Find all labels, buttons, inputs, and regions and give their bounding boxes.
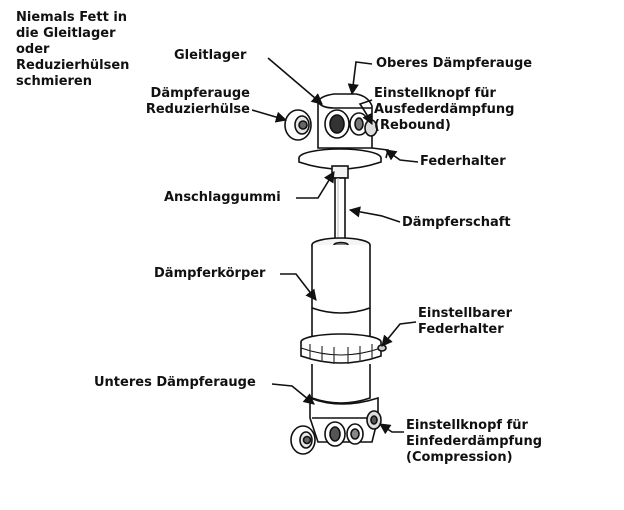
note-line: oder: [16, 42, 50, 57]
label-line: Oberes Dämpferauge: [376, 56, 533, 71]
label-einstellknopf-rebound: Einstellknopf für Ausfederdämpfung (Rebo…: [374, 86, 514, 134]
lower-eye-block: [309, 396, 382, 447]
label-line: Dämpferschaft: [402, 215, 511, 230]
label-line: Einfederdämpfung: [406, 434, 542, 449]
lower-body: [311, 364, 371, 404]
label-line: Einstellbarer: [418, 306, 512, 321]
note-line: Niemals Fett in: [16, 10, 128, 25]
damper-drawing: [284, 93, 389, 455]
label-line: Dämpferkörper: [154, 266, 266, 281]
upper-reducer-bushing: [284, 109, 312, 141]
label-einstellknopf-compression: Einstellknopf für Einfederdämpfung (Comp…: [406, 418, 542, 466]
leader-federhalter: [385, 149, 419, 163]
note-line: die Gleitlager: [16, 26, 116, 41]
lower-reducer-bushing: [290, 425, 316, 455]
label-daempferkoerper: Dämpferkörper: [154, 266, 265, 282]
label-unteres-daempferauge: Unteres Dämpferauge: [94, 375, 256, 391]
grease-warning-note: Niemals Fett in die Gleitlager oder Redu…: [16, 10, 129, 90]
label-reduzierhuelse: Dämpferauge Reduzierhülse: [130, 86, 250, 118]
leader-oberes-daempferauge: [347, 61, 373, 96]
label-federhalter: Federhalter: [420, 154, 506, 170]
damper-body: [311, 245, 371, 344]
label-oberes-daempferauge: Oberes Dämpferauge: [376, 56, 532, 72]
label-line: (Rebound): [374, 118, 451, 133]
leader-gleitlager: [267, 57, 323, 105]
label-line: Federhalter: [420, 154, 506, 169]
label-einstellbarer-federhalter: Einstellbarer Federhalter: [418, 306, 512, 338]
label-line: (Compression): [406, 450, 513, 465]
label-line: Einstellknopf für: [406, 418, 528, 433]
label-anschlaggummi: Anschlaggummi: [164, 190, 281, 206]
label-daempferschaft: Dämpferschaft: [402, 215, 511, 231]
damper-shaft: [334, 177, 346, 243]
label-line: Federhalter: [418, 322, 504, 337]
leader-einstellbarer-federhalter: [381, 321, 417, 347]
leader-einstellknopf-rebound: [358, 99, 373, 126]
leader-reduzierhuelse: [251, 109, 288, 123]
label-line: Gleitlager: [174, 48, 247, 63]
label-line: Anschlaggummi: [164, 190, 281, 205]
label-line: Reduzierhülse: [145, 102, 250, 117]
label-line: Dämpferauge: [150, 86, 250, 101]
leader-daempferkoerper: [280, 273, 317, 301]
leader-anschlaggummi: [296, 171, 335, 199]
note-line: schmieren: [16, 74, 93, 89]
leader-daempferschaft: [348, 206, 401, 223]
label-line: Unteres Dämpferauge: [94, 375, 256, 390]
bump-stop: [331, 165, 349, 179]
leader-einstellknopf-compression: [379, 423, 404, 435]
label-line: Einstellknopf für: [374, 86, 496, 101]
adjustable-spring-collar: [300, 333, 387, 364]
note-line: Reduzierhülsen: [16, 58, 130, 73]
leader-lines: [251, 57, 419, 435]
leader-unteres-daempferauge: [271, 383, 315, 405]
label-line: Ausfederdämpfung: [374, 102, 515, 117]
label-gleitlager: Gleitlager: [174, 48, 246, 64]
